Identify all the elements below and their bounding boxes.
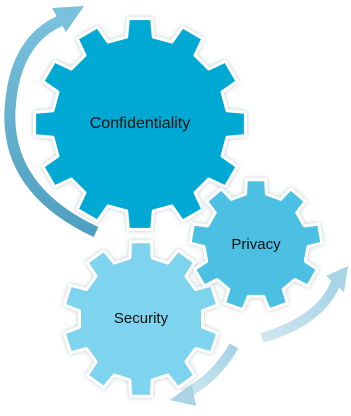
gear-confidentiality-shape — [33, 17, 247, 231]
gear-privacy: Privacy — [188, 178, 324, 312]
gear-privacy-label: Privacy — [231, 236, 281, 253]
gear-security: Security — [62, 240, 220, 398]
cycle-arrow-top-left-head — [52, 6, 84, 32]
cycle-arrow-bottom-right — [170, 266, 348, 406]
cycle-arrow-top-left-shaft — [4, 14, 99, 237]
gear-confidentiality-label: Confidentiality — [90, 115, 191, 132]
cycle-arrow-top-left — [4, 6, 99, 237]
gear-security-shape — [62, 240, 220, 398]
gear-security-label: Security — [114, 310, 169, 327]
gear-confidentiality: Confidentiality — [33, 17, 247, 231]
cycle-arrow-bottom-right-lower-head — [170, 384, 196, 406]
cycle-arrow-bottom-right-upper-shaft — [260, 280, 341, 343]
cycle-arrow-bottom-right-upper-head — [326, 266, 348, 292]
gear-privacy-shape — [188, 178, 324, 312]
